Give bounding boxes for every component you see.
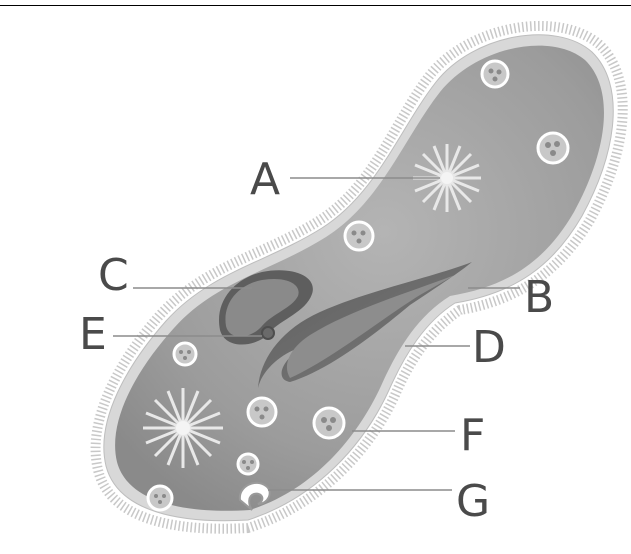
label-c: C [98,250,129,301]
contractile-vacuole-lower-icon [143,388,223,468]
label-d: D [472,322,506,373]
label-e: E [79,309,107,360]
label-b: B [524,272,554,323]
label-f: F [460,410,485,461]
label-g: G [456,476,490,527]
micronucleus-icon [262,327,274,339]
label-a: A [250,154,280,205]
